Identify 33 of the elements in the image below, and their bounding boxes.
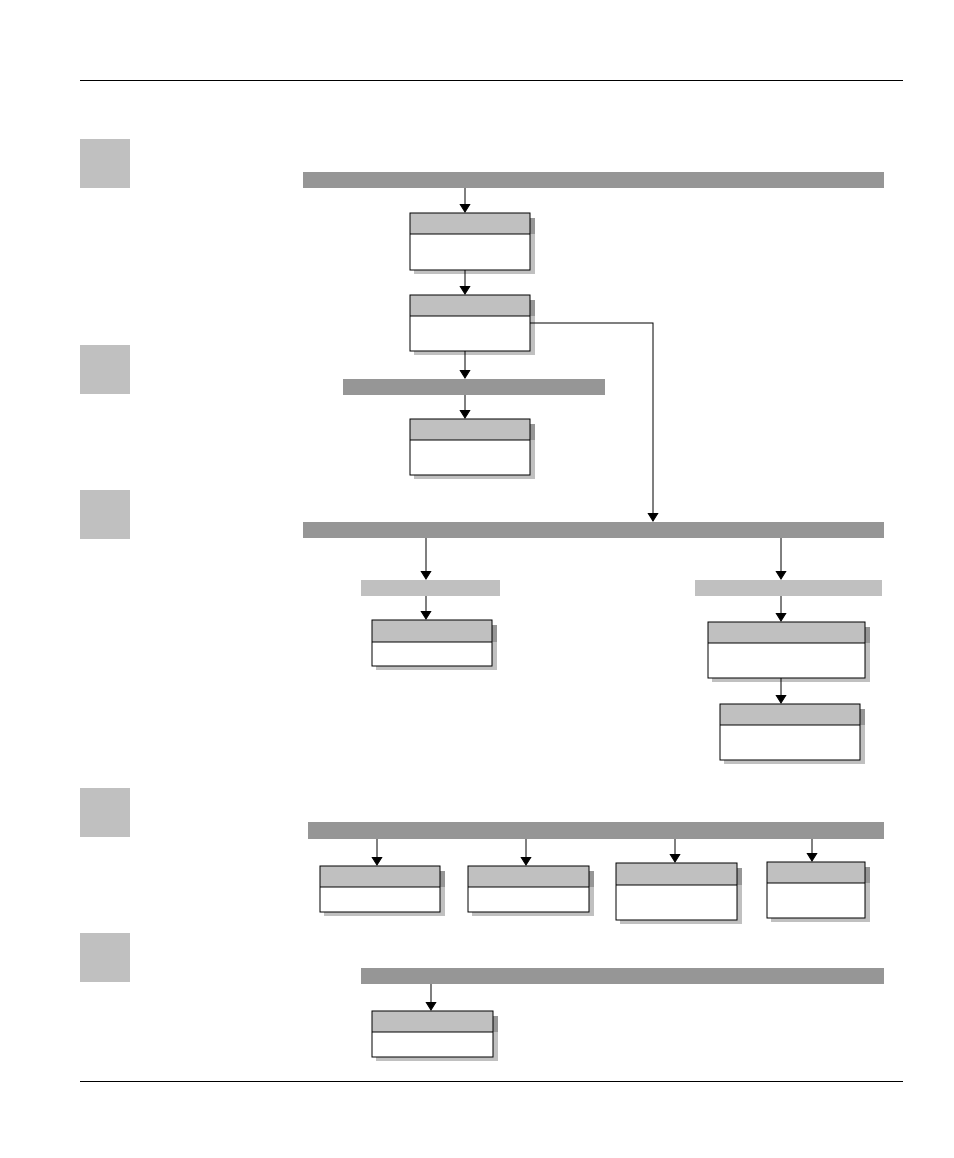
process-box — [319, 865, 445, 916]
phase-bar — [303, 522, 884, 538]
process-box — [719, 703, 865, 764]
arrow — [371, 838, 383, 866]
arrow — [459, 187, 471, 213]
process-box — [766, 861, 870, 922]
arrow — [529, 322, 659, 522]
arrow — [420, 595, 432, 620]
arrow — [425, 983, 437, 1011]
process-box — [409, 212, 535, 274]
process-box — [371, 1010, 498, 1061]
group-bar — [695, 580, 882, 596]
process-box — [467, 865, 594, 916]
phase-bar — [343, 379, 605, 395]
process-box — [409, 294, 535, 355]
arrow — [775, 677, 787, 704]
group-bar — [361, 580, 500, 596]
arrow — [775, 595, 787, 622]
arrow — [459, 350, 471, 379]
arrow — [459, 269, 471, 295]
phase-bar — [308, 822, 884, 839]
process-box — [371, 619, 497, 670]
arrow — [459, 394, 471, 419]
arrow — [420, 537, 432, 580]
arrow — [775, 537, 787, 580]
phase-bar — [361, 968, 884, 984]
process-box — [615, 862, 742, 924]
phase-bar — [303, 172, 884, 188]
arrow — [669, 838, 681, 863]
process-box — [707, 621, 870, 682]
arrow — [520, 838, 532, 866]
process-box — [409, 418, 535, 479]
arrow — [806, 838, 818, 862]
